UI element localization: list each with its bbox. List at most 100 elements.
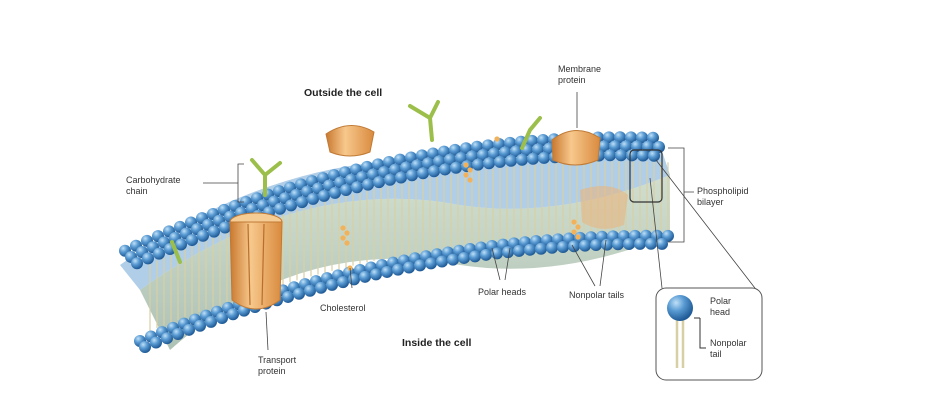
nonpolar-tails-label: Nonpolar tails xyxy=(569,290,625,300)
polar-head-top xyxy=(505,154,517,167)
polar-head-top xyxy=(527,152,539,165)
inset-connector xyxy=(649,159,759,293)
polar-head-top xyxy=(362,178,374,191)
polar-head-top xyxy=(636,131,648,144)
polar-head-bottom xyxy=(535,242,547,255)
polar-head-bottom xyxy=(205,315,217,328)
cholesterol-dot xyxy=(571,219,577,225)
cholesterol-leader xyxy=(349,267,353,289)
polar-head-top xyxy=(482,139,494,152)
carbohydrate-chain-label: Carbohydrate chain xyxy=(126,175,181,196)
polar-head-bottom xyxy=(480,248,492,261)
polar-head-bottom xyxy=(414,259,426,272)
polar-head-bottom xyxy=(337,276,349,289)
polar-head-bottom xyxy=(304,284,316,297)
polar-head-top xyxy=(472,158,484,171)
transport-protein-label: Transport protein xyxy=(258,355,297,376)
cholesterol-dot xyxy=(467,167,473,173)
zoom-box xyxy=(629,149,663,203)
bilayer-bracket xyxy=(668,147,694,243)
embedded-protein-shape xyxy=(580,186,628,229)
polar-head-top xyxy=(307,192,319,205)
polar-head-bottom xyxy=(491,247,503,260)
polar-head-bottom xyxy=(546,241,558,254)
polar-head-top xyxy=(142,252,154,265)
polar-head-bottom xyxy=(645,237,657,250)
polar-head-bottom xyxy=(348,273,360,286)
polar-head-bottom xyxy=(392,263,404,276)
peripheral-protein-shape xyxy=(325,125,375,157)
polar-head-top xyxy=(477,148,489,161)
polar-head-bottom xyxy=(436,255,448,268)
transport-protein-shape xyxy=(229,212,283,310)
bilayer-core-front xyxy=(140,175,670,350)
polar-head-bottom xyxy=(458,251,470,264)
inside-cell-label: Inside the cell xyxy=(402,337,472,349)
polar-head-top xyxy=(625,131,637,144)
polar-head-top xyxy=(483,157,495,170)
cholesterol-dot xyxy=(467,177,473,183)
polar-head-top xyxy=(504,136,516,149)
polar-head-bottom xyxy=(293,287,305,300)
polar-head-bottom xyxy=(370,268,382,281)
polar-head-top xyxy=(384,173,396,186)
polar-head-bottom xyxy=(634,237,646,250)
polar-head-top xyxy=(532,143,544,156)
polar-head-top xyxy=(614,131,626,144)
polar-head-bottom xyxy=(601,238,613,251)
polar-head-top xyxy=(516,153,528,166)
polar-head-bottom xyxy=(326,278,338,291)
phospholipid-inset xyxy=(655,287,763,381)
cholesterol-dot xyxy=(344,240,350,246)
polar-head-top xyxy=(603,131,615,144)
polar-head-top xyxy=(637,149,649,162)
polar-head-bottom xyxy=(161,332,173,345)
carbohydrate-chains xyxy=(170,100,542,264)
polar-head-bottom xyxy=(612,238,624,251)
transport-protein-leader xyxy=(265,311,269,351)
polar-head-bottom xyxy=(557,240,569,253)
inset-polar-head-icon xyxy=(667,295,693,321)
polar-head-bottom xyxy=(623,237,635,250)
polar-head-bottom xyxy=(172,327,184,340)
membrane-protein-shape xyxy=(551,130,601,166)
polar-head-bottom xyxy=(194,319,206,332)
polar-head-bottom xyxy=(579,239,591,252)
polar-head-top xyxy=(219,221,231,234)
polar-head-bottom xyxy=(216,311,228,324)
polar-head-top xyxy=(428,165,440,178)
polar-head-top xyxy=(351,181,363,194)
bilayer-core xyxy=(120,145,670,350)
polar-head-top xyxy=(615,149,627,162)
polar-head-top xyxy=(340,184,352,197)
polar-head-top xyxy=(647,131,659,144)
polar-head-bottom xyxy=(139,340,151,353)
inset-polar-head-label: Polar head xyxy=(710,296,732,317)
phospholipid-bilayer-label: Phospholipid bilayer xyxy=(697,186,749,207)
polar-head-top xyxy=(648,149,660,162)
polar-head-top xyxy=(175,238,187,251)
polar-head-top xyxy=(208,225,220,238)
carbohydrate-bracket xyxy=(203,163,244,203)
polar-head-bottom xyxy=(502,246,514,259)
polar-head-top xyxy=(510,145,522,158)
polar-head-bottom xyxy=(403,261,415,274)
polar-head-top xyxy=(537,134,549,147)
polar-head-bottom xyxy=(315,281,327,294)
polar-head-top xyxy=(631,140,643,153)
polar-head-bottom xyxy=(150,336,162,349)
cholesterol-dot xyxy=(463,162,469,168)
polar-head-top xyxy=(538,151,550,164)
bilayer-top-surface xyxy=(120,145,670,290)
polar-head-top xyxy=(329,186,341,199)
cholesterol-dot xyxy=(340,225,346,231)
polar-head-bottom xyxy=(568,240,580,253)
polar-head-top xyxy=(598,140,610,153)
polar-head-bottom xyxy=(425,257,437,270)
cholesterol-dot xyxy=(340,235,346,241)
cholesterol-dot xyxy=(575,224,581,230)
polar-head-top xyxy=(604,149,616,162)
polar-head-top xyxy=(417,167,429,180)
nonpolar-tails-leader xyxy=(571,239,607,287)
